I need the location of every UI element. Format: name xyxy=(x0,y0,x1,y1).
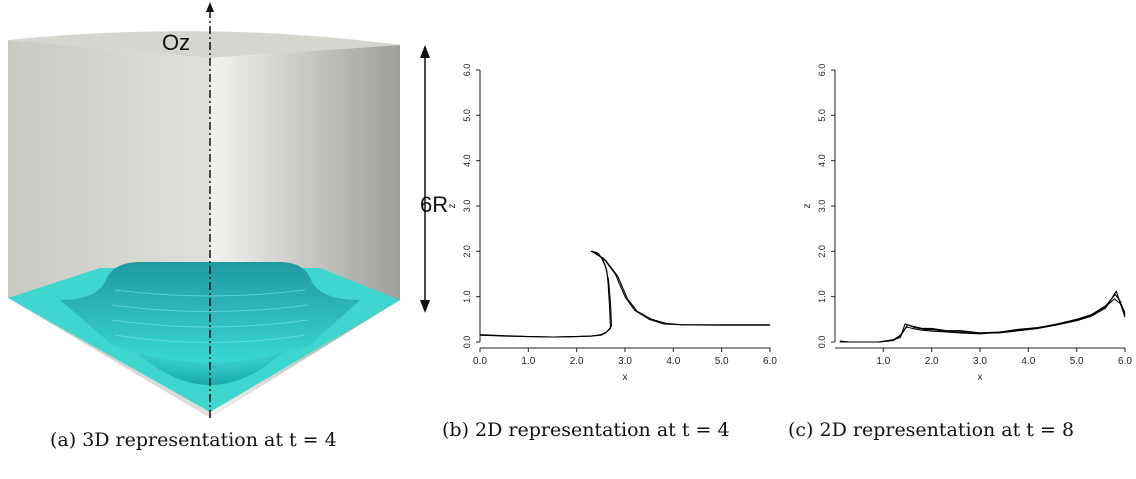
dimension-label: 6R xyxy=(420,192,449,217)
y-tick-label: 0.0 xyxy=(462,336,472,349)
x-tick-label: 3.0 xyxy=(973,356,987,367)
x-tick-label: 2.0 xyxy=(925,356,939,367)
container-3d-illustration: Oz xyxy=(8,2,430,418)
chart-b-svg: 0.0 1.0 2.0 3.0 4.0 5.0 6.0 0.0 1.0 2.0 3.0 4.0 5.0 6… xyxy=(447,64,777,383)
x-tick-label: 2.0 xyxy=(570,356,584,367)
x-tick-label: 1.0 xyxy=(876,356,890,367)
y-tick-label: 6.0 xyxy=(462,64,472,77)
y-tick-label: 5.0 xyxy=(817,109,827,122)
series-line-3 xyxy=(839,298,1126,343)
x-tick-label: 5.0 xyxy=(1070,356,1084,367)
y-tick-label: 1.0 xyxy=(817,290,827,303)
oz-label: Oz xyxy=(162,30,190,55)
y-tick-label: 3.0 xyxy=(462,200,472,213)
y-axis-label: z xyxy=(802,204,813,209)
y-tick-label: 2.0 xyxy=(462,245,472,258)
y-tick-label: 6.0 xyxy=(817,64,827,77)
x-tick-label: 6.0 xyxy=(1118,356,1132,367)
panel-3d: Oz xyxy=(0,0,430,420)
container-top xyxy=(8,31,400,58)
y-tick-label: 0.0 xyxy=(817,336,827,349)
x-tick-label: 5.0 xyxy=(715,356,729,367)
x-tick-label: 6.0 xyxy=(763,356,777,367)
caption-b: (b) 2D representation at t = 4 xyxy=(442,419,730,441)
y-tick-label: 1.0 xyxy=(462,290,472,303)
x-tick-label: 0.0 xyxy=(473,356,487,367)
y-tick-label: 2.0 xyxy=(817,245,827,258)
chart-c-svg: 0.0 1.0 2.0 3.0 4.0 5.0 6.0 1.0 2.0 3.0 4.0 5.0 6.0 x… xyxy=(802,64,1132,383)
x-axis-label: x xyxy=(623,372,628,380)
x-axis-label: x xyxy=(978,372,983,380)
oz-axis-arrowhead xyxy=(206,2,214,12)
caption-a: (a) 3D representation at t = 4 xyxy=(50,429,337,451)
x-tick-label: 3.0 xyxy=(618,356,632,367)
y-tick-label: 4.0 xyxy=(462,154,472,167)
x-tick-label: 1.0 xyxy=(521,356,535,367)
x-tick-label: 4.0 xyxy=(1021,356,1035,367)
series-line-2 xyxy=(479,250,770,338)
y-tick-label: 3.0 xyxy=(817,200,827,213)
chart-2d-t4: 0.0 1.0 2.0 3.0 4.0 5.0 6.0 0.0 1.0 2.0 3.0 4.0 5.0 6… xyxy=(440,40,780,383)
y-axis-label: z xyxy=(447,204,458,209)
y-tick-label: 5.0 xyxy=(462,109,472,122)
chart-2d-t8: 0.0 1.0 2.0 3.0 4.0 5.0 6.0 1.0 2.0 3.0 4.0 5.0 6.0 x… xyxy=(795,40,1135,383)
x-tick-label: 4.0 xyxy=(666,356,680,367)
y-tick-label: 4.0 xyxy=(817,154,827,167)
series-line-2 xyxy=(839,290,1126,343)
caption-c: (c) 2D representation at t = 8 xyxy=(788,419,1075,441)
